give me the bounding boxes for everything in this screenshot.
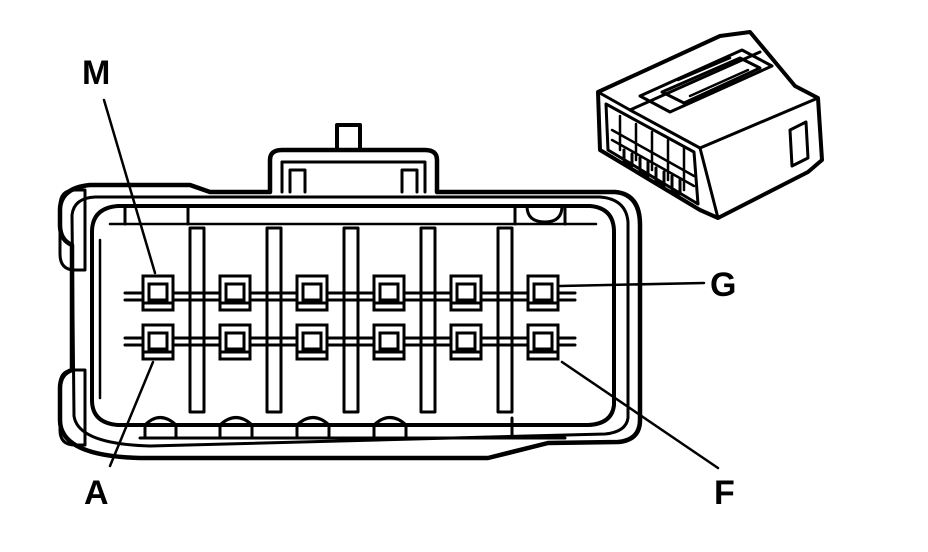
leader-line-m xyxy=(102,98,157,275)
ribs xyxy=(188,226,514,414)
leader-line-g xyxy=(558,281,706,288)
pin-label-a: A xyxy=(84,474,109,512)
terminal-cavity xyxy=(526,323,560,361)
pin-label-m: M xyxy=(82,54,110,92)
terminal-cavity xyxy=(526,274,560,312)
leader-lines xyxy=(102,98,720,470)
connector-isometric-view xyxy=(596,30,824,220)
connector-face xyxy=(57,123,643,461)
leader-line-a xyxy=(108,360,155,468)
terminal-cavity xyxy=(449,323,483,361)
leader-line-f xyxy=(560,360,720,470)
terminal-cavity xyxy=(295,323,329,361)
terminal-cavity xyxy=(218,274,252,312)
terminal-cavity xyxy=(218,323,252,361)
terminal-cavity xyxy=(449,274,483,312)
terminal-cavity xyxy=(372,323,406,361)
terminal-cavity xyxy=(141,323,175,361)
terminal-cavity xyxy=(141,274,175,312)
terminal-cavity xyxy=(372,274,406,312)
pin-label-f: F xyxy=(714,474,735,512)
pin-label-g: G xyxy=(710,266,736,304)
terminal-cavities xyxy=(141,274,560,361)
terminal-cavity xyxy=(295,274,329,312)
